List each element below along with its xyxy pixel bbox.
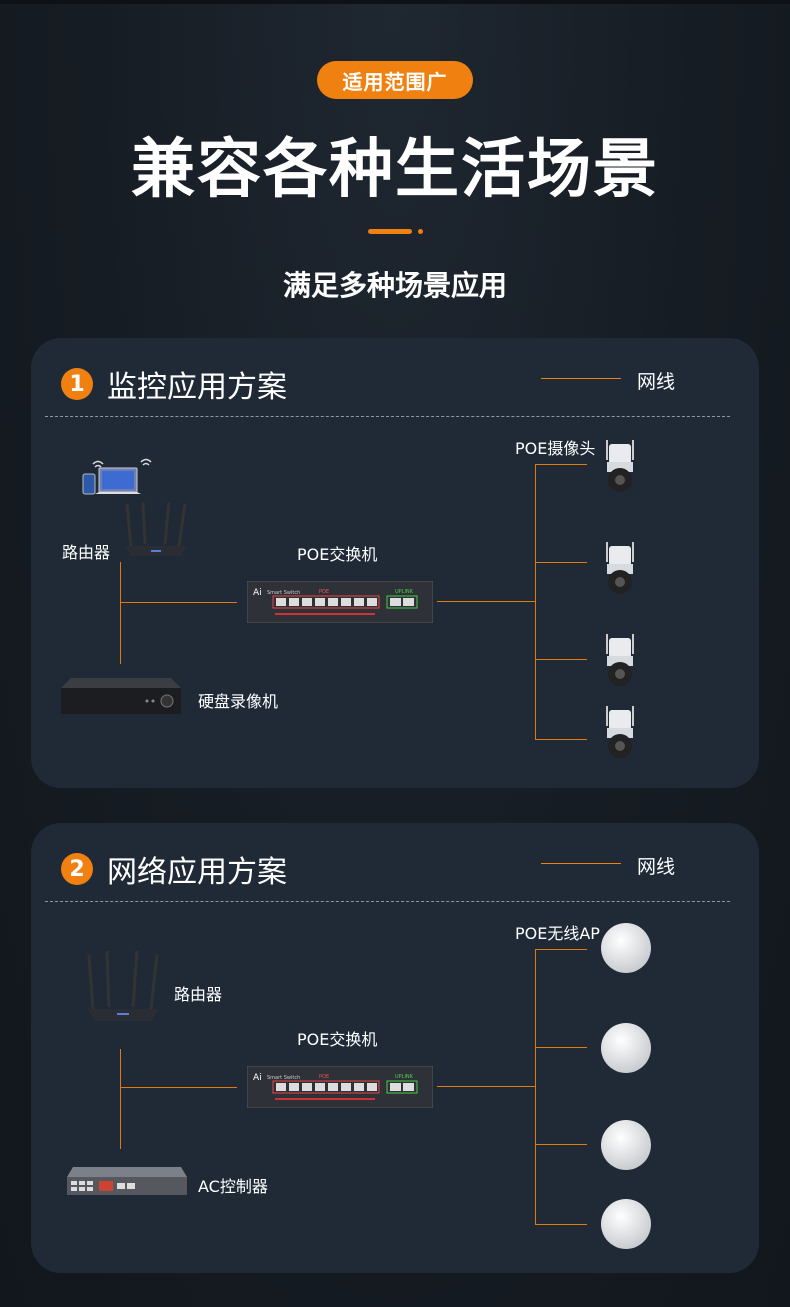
panel-surveillance: 1 监控应用方案 网线 路由器 POE交换机 Ai Smart Switch P… — [31, 338, 759, 788]
laptop-phone-icon — [79, 456, 159, 498]
panel-title: 监控应用方案 — [107, 362, 287, 406]
poe-camera-icon — [601, 630, 639, 690]
wireless-ap-icon — [600, 922, 652, 974]
switch-to-ap-wire — [437, 1086, 535, 1087]
camera-branch-wire — [535, 464, 587, 465]
switch-label: POE交换机 — [297, 1026, 377, 1050]
divider — [45, 901, 730, 902]
ap-branch-wire — [535, 1144, 587, 1145]
panel-network: 2 网络应用方案 网线 路由器 POE交换机 Ai Smart Switch P… — [31, 823, 759, 1273]
switch-model-text: Smart Switch — [267, 1075, 300, 1081]
wireless-ap-icon — [600, 1198, 652, 1250]
camera-trunk-wire — [535, 464, 536, 740]
switch-label: POE交换机 — [297, 541, 377, 565]
poe-switch-icon: Ai Smart Switch POE UPLINK — [247, 581, 433, 623]
step-number-badge: 2 — [61, 853, 93, 885]
cable-legend-line — [541, 378, 621, 379]
ap-label: POE无线AP — [515, 920, 600, 944]
title-accent-dash — [368, 229, 412, 234]
left-to-switch-wire — [120, 602, 237, 603]
router-icon — [85, 947, 161, 1025]
camera-branch-wire — [535, 659, 587, 660]
panel-header: 2 网络应用方案 — [61, 849, 287, 889]
left-trunk-wire — [120, 1049, 121, 1149]
poe-switch-icon: Ai Smart Switch POE UPLINK — [247, 1066, 433, 1108]
ac-controller-label: AC控制器 — [198, 1173, 268, 1197]
router-icon — [121, 498, 191, 560]
left-trunk-wire — [120, 562, 121, 664]
switch-model-text: Smart Switch — [267, 590, 300, 596]
cable-legend-label: 网线 — [637, 367, 675, 394]
switch-brand-text: Ai — [253, 1073, 262, 1083]
switch-uplink-text: UPLINK — [395, 1074, 414, 1080]
step-number-badge: 1 — [61, 368, 93, 400]
page-subtitle: 满足多种场景应用 — [0, 264, 790, 304]
poe-camera-icon — [601, 538, 639, 598]
page-title: 兼容各种生活场景 — [0, 118, 790, 210]
nvr-label: 硬盘录像机 — [198, 688, 278, 712]
poe-camera-icon — [601, 436, 639, 496]
switch-brand-text: Ai — [253, 588, 262, 598]
ac-controller-icon — [65, 1167, 189, 1199]
ap-trunk-wire — [535, 949, 536, 1225]
panel-header: 1 监控应用方案 — [61, 364, 287, 404]
camera-label: POE摄像头 — [515, 435, 595, 459]
title-accent-dot — [418, 229, 423, 234]
wireless-ap-icon — [600, 1022, 652, 1074]
switch-uplink-text: UPLINK — [395, 589, 414, 595]
ap-branch-wire — [535, 1047, 587, 1048]
nvr-recorder-icon — [59, 678, 183, 716]
router-label: 路由器 — [62, 539, 110, 563]
left-to-switch-wire — [120, 1087, 237, 1088]
divider — [45, 416, 730, 417]
camera-branch-wire — [535, 739, 587, 740]
cable-legend-label: 网线 — [637, 852, 675, 879]
switch-poe-text: POE — [319, 589, 329, 595]
cable-legend-line — [541, 863, 621, 864]
scope-badge: 适用范围广 — [317, 61, 473, 99]
switch-poe-text: POE — [319, 1074, 329, 1080]
ap-branch-wire — [535, 949, 587, 950]
router-label: 路由器 — [174, 981, 222, 1005]
top-border — [0, 0, 790, 4]
camera-branch-wire — [535, 562, 587, 563]
panel-title: 网络应用方案 — [107, 847, 287, 891]
poe-camera-icon — [601, 702, 639, 762]
ap-branch-wire — [535, 1224, 587, 1225]
switch-to-cameras-wire — [437, 601, 535, 602]
wireless-ap-icon — [600, 1119, 652, 1171]
